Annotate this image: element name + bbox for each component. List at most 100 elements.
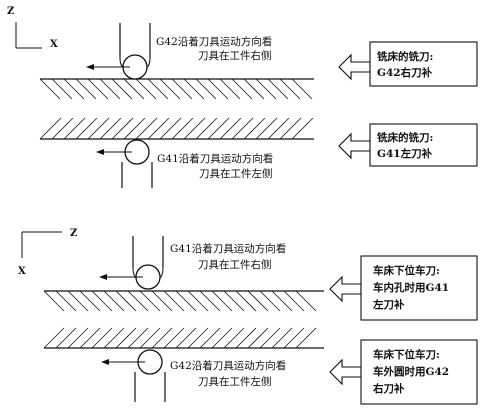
caption-line: G42沿着刀具运动方向看 [156, 35, 272, 48]
hatch-stroke [163, 327, 185, 349]
hatch-stroke [175, 290, 197, 312]
hatch-stroke [223, 290, 245, 312]
callout-line: 车内孔时用G41 [373, 281, 449, 294]
hatch-stroke [63, 78, 85, 100]
hatch-stroke [127, 290, 149, 312]
hatch-stroke [147, 117, 170, 140]
milling-callout-g42: 铣床的铣刀: G42右刀补 [338, 41, 478, 87]
hatch-stroke [183, 78, 205, 100]
hatch-stroke [151, 290, 173, 312]
hatch-stroke [219, 78, 241, 100]
axis-z-label: Z [7, 6, 14, 17]
hatch-stroke [195, 78, 217, 100]
caption-line: 刀具在工件左侧 [199, 167, 273, 180]
hatch-stroke [139, 327, 161, 349]
callout-line: 右刀补 [372, 382, 405, 395]
hatch-stroke [123, 117, 146, 140]
hatch-stroke [99, 78, 121, 100]
hatch-stroke [283, 290, 305, 312]
caption-line: G42沿着刀具运动方向看 [170, 359, 286, 372]
hatch-stroke [135, 117, 158, 140]
hatch-stroke [111, 78, 133, 100]
hatch-stroke [67, 327, 89, 349]
hatch-stroke [235, 290, 257, 312]
hatch-stroke [79, 290, 101, 312]
callout-line: 铣床的铣刀: [377, 131, 433, 144]
hatch-stroke [267, 117, 290, 140]
callout-arrow-icon [338, 132, 371, 160]
callout-line: 左刀补 [372, 298, 405, 311]
hatch-stroke [259, 327, 281, 349]
caption-line: 刀具在工件右侧 [198, 49, 272, 62]
hatch-stroke [187, 290, 209, 312]
callout-line: 车床下位车刀: [373, 348, 440, 361]
hatch-stroke [163, 290, 185, 312]
hatch-stroke [291, 78, 313, 100]
hatch-stroke [247, 290, 269, 312]
hatch-stroke [183, 117, 206, 140]
hatch-stroke [207, 117, 230, 140]
hatch-stroke [63, 117, 86, 140]
lathe-workpiece-lower [43, 327, 324, 349]
axis-z-label: Z [70, 228, 77, 239]
hatch-stroke [87, 78, 109, 100]
hatch-stroke [295, 327, 317, 349]
milling-callout-g41: 铣床的铣刀: G41左刀补 [338, 123, 478, 167]
hatch-stroke [219, 117, 242, 140]
hatch-stroke [231, 78, 253, 100]
hatch-stroke [279, 117, 302, 140]
hatch-stroke [231, 117, 254, 140]
hatch-stroke [171, 117, 194, 140]
hatch-stroke [51, 78, 73, 100]
callout-line: G42右刀补 [377, 66, 433, 79]
callout-arrow-icon [329, 275, 362, 303]
milling-cutter-g41 [96, 139, 153, 188]
lathe-callout-g41: 车床下位车刀: 车内孔时用G41 左刀补 [329, 255, 478, 321]
hatch-stroke [55, 327, 77, 349]
caption-line: 刀具在工件右侧 [198, 258, 272, 271]
lathe-axis-indicator: Z X [18, 228, 77, 277]
lathe-g42-caption: G42沿着刀具运动方向看 刀具在工件左侧 [170, 359, 286, 388]
hatch-stroke [199, 290, 221, 312]
hatch-stroke [115, 290, 137, 312]
caption-line: G41沿着刀具运动方向看 [170, 242, 286, 255]
hatch-stroke [51, 117, 74, 140]
lathe-section: Z X G41沿着刀具运动方向看 刀具在工件右侧 [18, 228, 478, 405]
hatch-stroke [115, 327, 137, 349]
caption-line: 刀具在工件左侧 [198, 375, 272, 388]
hatch-stroke [55, 290, 77, 312]
hatch-stroke [139, 290, 161, 312]
hatch-stroke [147, 78, 169, 100]
hatch-stroke [235, 327, 257, 349]
hatch-stroke [75, 78, 97, 100]
hatch-stroke [295, 290, 317, 312]
milling-section: Z X G42沿着刀具运动方向看 刀具在工件右侧 [7, 6, 478, 188]
hatch-stroke [159, 78, 181, 100]
hatch-stroke [159, 117, 182, 140]
callout-line: 车床下位车刀: [373, 264, 440, 277]
hatch-stroke [103, 327, 125, 349]
hatch-stroke [175, 327, 197, 349]
lathe-tool-g41 [99, 236, 164, 290]
hatch-stroke [43, 327, 65, 349]
hatch-stroke [135, 78, 157, 100]
milling-workpiece-upper [39, 78, 314, 100]
hatch-stroke [127, 327, 149, 349]
callout-arrow-icon [338, 53, 371, 81]
hatch-stroke [207, 78, 229, 100]
milling-g42-caption: G42沿着刀具运动方向看 刀具在工件右侧 [156, 35, 272, 62]
hatch-stroke [283, 327, 305, 349]
lathe-callout-g42: 车床下位车刀: 车外圆时用G42 右刀补 [329, 339, 478, 405]
hatch-stroke [255, 78, 277, 100]
axis-x-label: X [50, 39, 58, 50]
callout-line: G41左刀补 [377, 147, 433, 160]
hatch-stroke [247, 327, 269, 349]
hatch-stroke [243, 78, 265, 100]
hatch-stroke [87, 117, 110, 140]
lathe-g41-caption: G41沿着刀具运动方向看 刀具在工件右侧 [170, 242, 286, 271]
milling-workpiece-lower [39, 117, 314, 140]
hatch-stroke [171, 78, 193, 100]
caption-line: G41沿着刀具运动方向看 [157, 152, 273, 165]
hatch-stroke [291, 117, 314, 140]
hatch-stroke [43, 290, 65, 312]
